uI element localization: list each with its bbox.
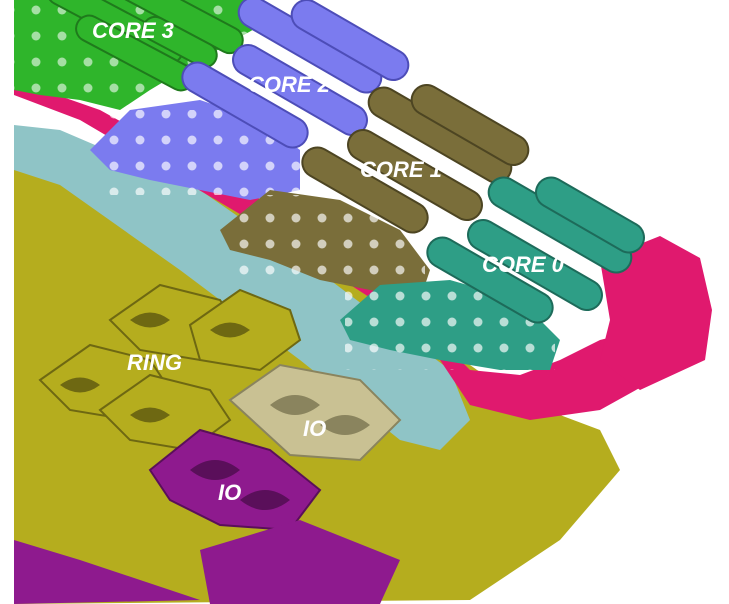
purple-edge-trace [14,540,200,604]
label-ring: RING [127,350,182,375]
label-io-purple: IO [218,480,241,505]
core2-rails [181,0,410,149]
core3-rails [46,0,244,92]
io-tan-inductor [228,363,402,462]
magenta-pad [600,236,712,390]
label-core3: CORE 3 [92,18,174,43]
label-core1: CORE 1 [360,157,442,182]
core0-rails [426,176,645,324]
ring-inductors [38,283,302,452]
label-core0: CORE 0 [482,252,565,277]
core1-rails [301,84,530,234]
label-io-tan: IO [303,416,326,441]
io-purple-inductor [148,428,400,604]
label-core2: CORE 2 [248,72,331,97]
